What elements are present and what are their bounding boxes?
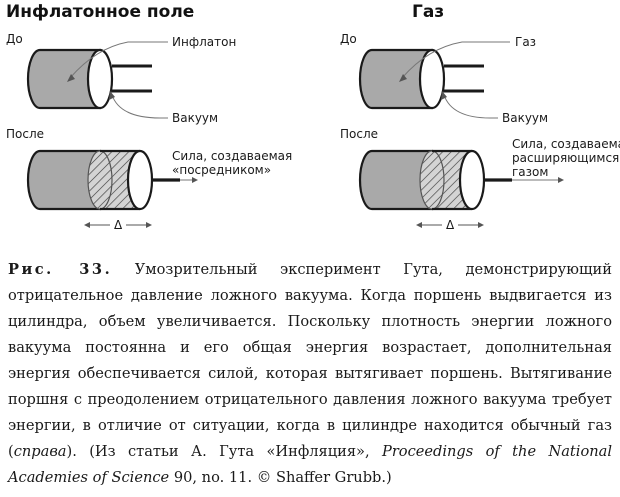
caption-text-3: 90, no. 11. © Shaffer Grubb.) xyxy=(169,469,392,486)
caption-italic-2: Proceedings of the National Academies of… xyxy=(8,443,613,486)
callout-gas: Газ xyxy=(515,35,536,49)
label-before: До xyxy=(340,32,357,46)
piston-rods-before xyxy=(444,64,484,93)
delta-label: Δ xyxy=(114,218,123,232)
force-label-line-1: Сила, создаваемая xyxy=(172,149,292,163)
label-before: До xyxy=(6,32,23,46)
force-label-line-3: газом xyxy=(512,165,548,179)
label-after: После xyxy=(6,127,44,141)
callout-vacuum: Вакуум xyxy=(502,111,548,125)
label-after: После xyxy=(340,127,378,141)
caption-text-1: Умозрительный эксперимент Гута, демонстр… xyxy=(8,261,612,460)
cylinder-before xyxy=(26,48,114,110)
diagram: Инфлатонное поле До Инфлатон Вакуум Посл… xyxy=(6,2,620,232)
force-arrow xyxy=(512,177,564,183)
cylinder-before xyxy=(358,48,446,110)
caption-label: Рис. 33. xyxy=(8,261,113,278)
force-label-line-2: «посредником» xyxy=(172,163,271,177)
cylinder-after xyxy=(358,149,486,211)
piston-rods-before xyxy=(112,64,152,93)
callout-vacuum: Вакуум xyxy=(172,111,218,125)
panel-title: Инфлатонное поле xyxy=(6,2,194,22)
delta-label: Δ xyxy=(446,218,455,232)
panel-inflaton: Инфлатонное поле До Инфлатон Вакуум Посл… xyxy=(6,2,292,232)
force-arrow xyxy=(180,177,198,183)
figure-caption: Рис. 33. Умозрительный эксперимент Гута,… xyxy=(8,257,612,491)
force-label-line-2: расширяющимся xyxy=(512,151,619,165)
force-label-line-1: Сила, создаваемая xyxy=(512,137,620,151)
callout-lines-before xyxy=(67,41,168,119)
cylinder-after xyxy=(26,149,154,211)
figure: Инфлатонное поле До Инфлатон Вакуум Посл… xyxy=(0,0,620,248)
panel-title: Газ xyxy=(412,2,444,22)
delta-arrow xyxy=(84,222,152,228)
caption-italic-1: справа xyxy=(13,443,67,460)
caption-text-2: ). (Из статьи А. Гута «Инфляция», xyxy=(66,443,382,460)
callout-inflaton: Инфлатон xyxy=(172,35,236,49)
callout-lines-before xyxy=(399,41,510,119)
panel-gas: Газ До Газ Вакуум После xyxy=(340,2,620,232)
delta-arrow xyxy=(416,222,484,228)
